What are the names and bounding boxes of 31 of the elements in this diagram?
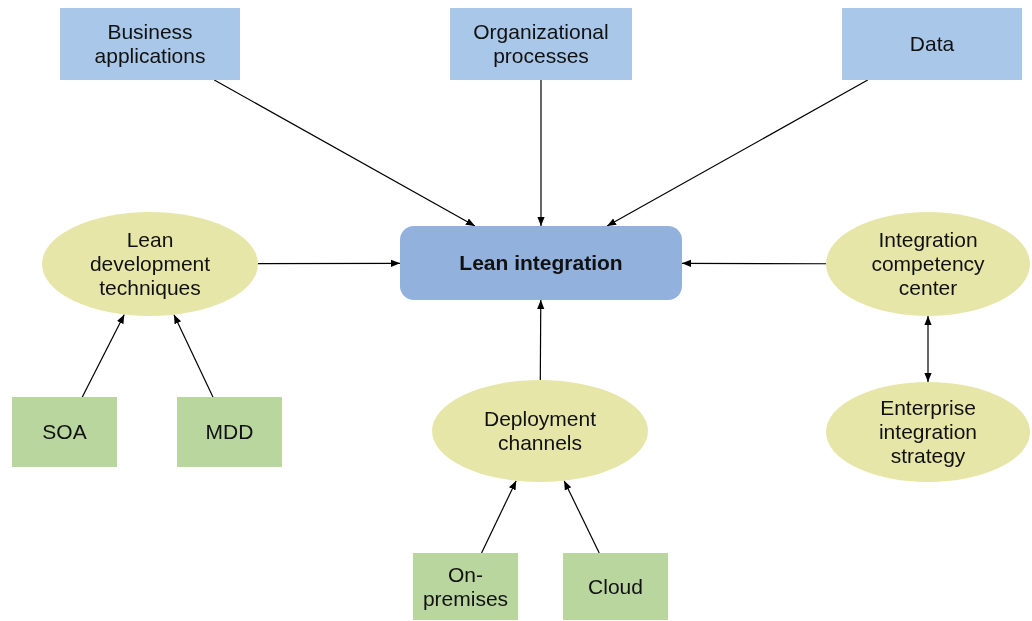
node-label: Organizational processes <box>472 20 610 68</box>
arrow <box>681 259 827 267</box>
node-label: Business applications <box>93 20 207 68</box>
arrow <box>480 480 517 554</box>
arrow <box>924 315 932 383</box>
node-label: On-premises <box>421 562 510 611</box>
node-label: Cloud <box>588 574 643 599</box>
process-box <box>60 8 240 80</box>
node-label: Deployment channels <box>482 407 598 455</box>
arrow <box>606 79 869 227</box>
process-box <box>842 8 1022 80</box>
node-label: MDD <box>205 420 254 444</box>
arrow <box>537 79 545 227</box>
process-box <box>450 8 632 80</box>
process-box <box>563 553 668 620</box>
arrow <box>81 313 125 398</box>
node-label: Lean integration <box>459 251 623 275</box>
node-label: SOA <box>42 420 87 444</box>
node-label: Data <box>909 32 955 56</box>
process-box <box>12 397 117 467</box>
node-label: Lean development techniques <box>88 228 212 300</box>
arrow <box>257 259 401 267</box>
node-label: Enterprise integration strategy <box>877 396 979 468</box>
process-box <box>413 553 518 620</box>
arrow <box>213 79 476 227</box>
arrow <box>537 299 545 381</box>
arrow <box>173 314 214 398</box>
process-box <box>177 397 282 467</box>
hub-box <box>400 226 682 300</box>
arrow <box>563 480 600 554</box>
node-label: Integration competency center <box>870 228 986 300</box>
